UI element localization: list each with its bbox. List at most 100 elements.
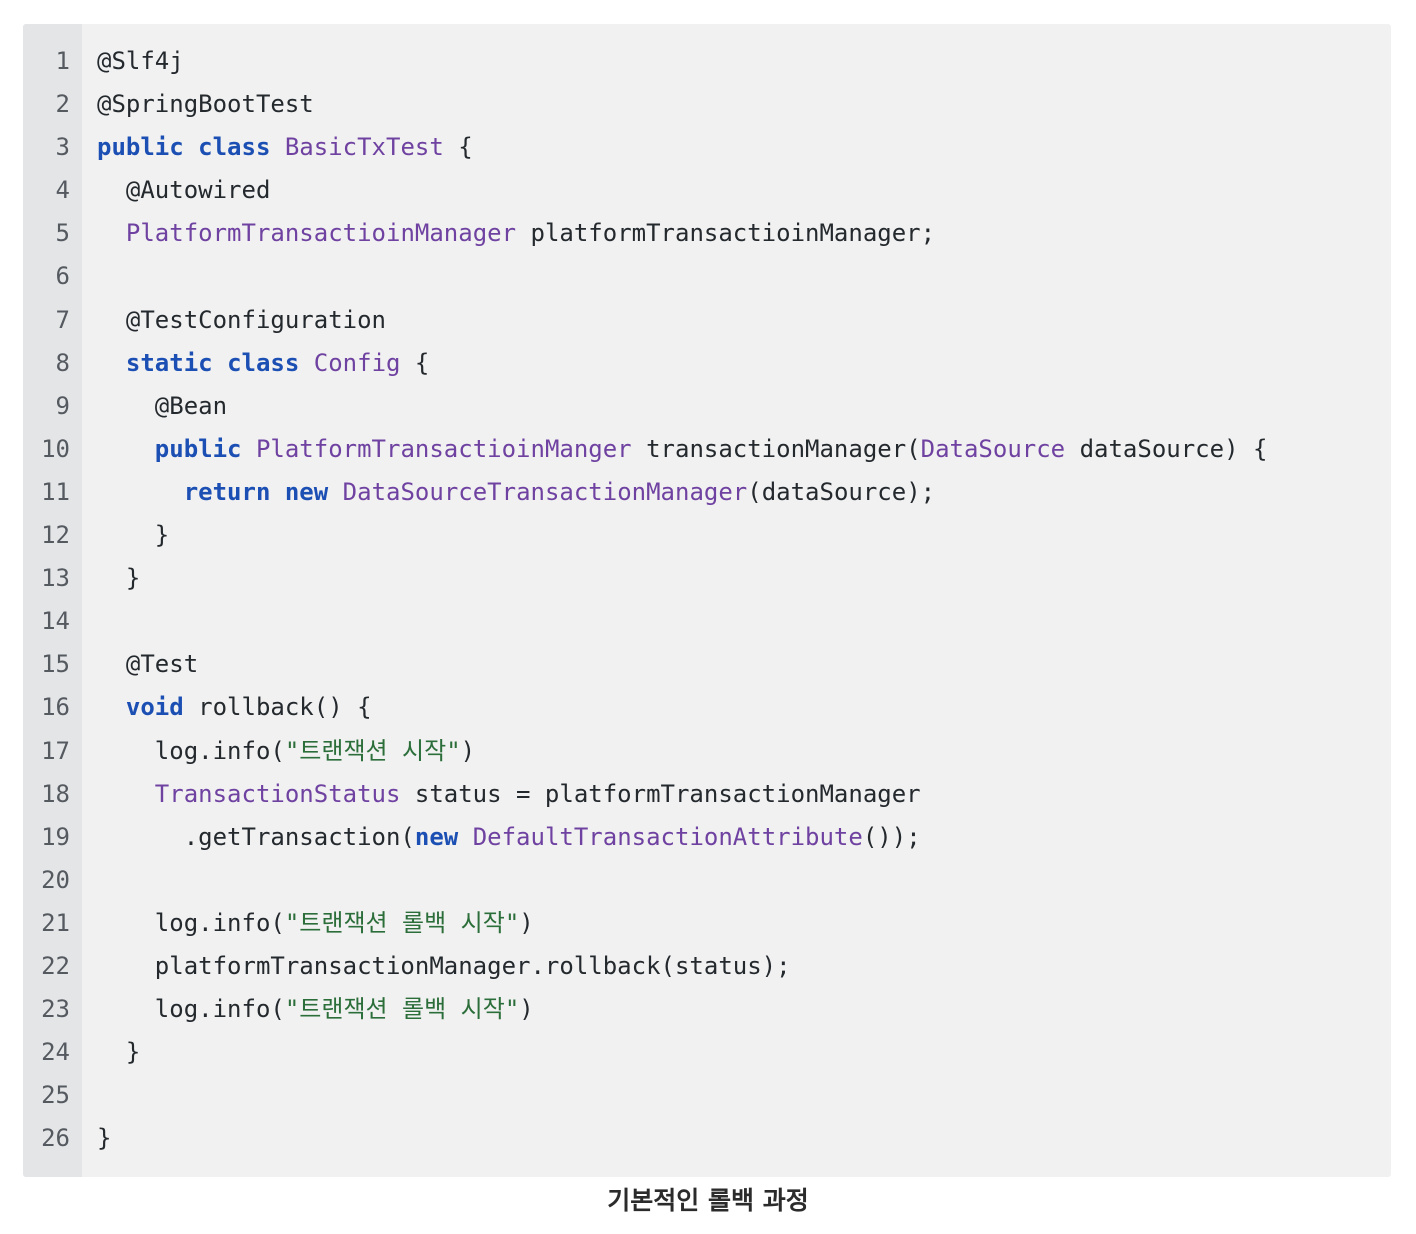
- code-line: PlatformTransactioinManager platformTran…: [97, 214, 1391, 257]
- code-token: [97, 478, 184, 506]
- line-number: 19: [41, 822, 70, 851]
- code-line: public PlatformTransactioinManger transa…: [97, 430, 1391, 473]
- code-token: log.info(: [97, 908, 285, 937]
- code-token: class: [227, 348, 300, 377]
- code-token: [299, 349, 313, 377]
- code-token: public: [154, 434, 242, 463]
- code-token: return: [183, 477, 271, 506]
- line-number: 9: [55, 391, 70, 420]
- code-line: }: [97, 516, 1391, 559]
- code-line: log.info("트랜잭션 시작"): [97, 732, 1391, 775]
- code-line: log.info("트랜잭션 롤백 시작"): [97, 990, 1391, 1033]
- line-number: 2: [55, 90, 70, 119]
- code-token: [270, 478, 284, 506]
- code-token: void: [125, 693, 184, 722]
- code-token: ());: [862, 822, 921, 851]
- code-token: log.info(: [97, 736, 285, 765]
- line-number: 16: [41, 693, 70, 722]
- code-token: ): [460, 736, 476, 765]
- line-number: 23: [41, 995, 70, 1024]
- code-token: rollback() {: [183, 693, 372, 722]
- code-token: [270, 133, 284, 161]
- code-line: [97, 861, 1391, 904]
- code-token: {: [443, 133, 473, 162]
- code-token: dataSource) {: [1065, 434, 1268, 463]
- code-token: @Bean: [97, 391, 228, 420]
- line-number: 20: [41, 865, 70, 894]
- line-number: 8: [55, 348, 70, 377]
- code-token: transactionManager(: [631, 434, 921, 463]
- code-token: @Slf4j: [97, 47, 184, 75]
- code-line: @Bean: [97, 387, 1391, 430]
- code-line: static class Config {: [97, 344, 1391, 387]
- code-token: "트랜잭션 시작": [284, 736, 461, 765]
- line-number: 1: [55, 47, 70, 75]
- code-token: [184, 133, 198, 161]
- code-token: ): [519, 908, 534, 937]
- line-number: 3: [55, 133, 70, 162]
- code-token: BasicTxTest: [284, 133, 444, 162]
- line-number: 4: [55, 176, 70, 205]
- code-line: @Test: [97, 645, 1391, 688]
- code-token: [213, 349, 227, 377]
- code-token: "트랜잭션 롤백 시작": [284, 995, 520, 1024]
- code-line: }: [97, 559, 1391, 602]
- code-token: PlatformTransactioinManger: [255, 434, 632, 463]
- code-line: log.info("트랜잭션 롤백 시작"): [97, 904, 1391, 947]
- code-token: }: [97, 1124, 112, 1153]
- line-number: 13: [41, 564, 70, 593]
- code-token: [97, 219, 126, 247]
- code-line: .getTransaction(new DefaultTransactionAt…: [97, 818, 1391, 861]
- line-number: 18: [41, 779, 70, 808]
- code-token: [458, 823, 472, 851]
- code-token: Config: [313, 348, 401, 377]
- code-token: log.info(: [97, 995, 285, 1024]
- code-token: static: [125, 348, 213, 377]
- line-number: 7: [55, 305, 70, 334]
- line-number: 12: [41, 521, 70, 550]
- code-line: void rollback() {: [97, 688, 1391, 731]
- code-token: public: [97, 133, 184, 162]
- code-line: }: [97, 1119, 1391, 1162]
- line-number: 6: [55, 262, 70, 291]
- code-token: }: [97, 1038, 141, 1067]
- code-token: @Test: [97, 650, 199, 679]
- line-number: 22: [41, 951, 70, 980]
- code-line: @Autowired: [97, 171, 1391, 214]
- code-token: @TestConfiguration: [97, 305, 386, 334]
- code-token: status = platformTransactionManager: [400, 779, 921, 808]
- code-token: [97, 693, 126, 721]
- code-line: public class BasicTxTest {: [97, 128, 1391, 171]
- line-number: 14: [41, 607, 70, 636]
- line-number: 17: [41, 736, 70, 765]
- code-line: [97, 1076, 1391, 1119]
- line-number: 11: [41, 477, 70, 506]
- code-token: [97, 780, 155, 808]
- code-token: [97, 435, 155, 463]
- code-token: [328, 478, 342, 506]
- code-token: new: [414, 822, 459, 851]
- code-line: TransactionStatus status = platformTrans…: [97, 775, 1391, 818]
- code-line: @SpringBootTest: [97, 85, 1391, 128]
- code-token: DefaultTransactionAttribute: [472, 822, 863, 851]
- code-token: "트랜잭션 롤백 시작": [284, 908, 520, 937]
- code-token: .getTransaction(: [97, 822, 415, 851]
- code-token: class: [198, 133, 271, 162]
- code-token: (dataSource);: [747, 477, 936, 506]
- code-token: platformTransactionManager.rollback(stat…: [97, 951, 791, 980]
- code-line: @Slf4j: [97, 42, 1391, 85]
- line-number: 10: [41, 434, 70, 463]
- line-number: 24: [41, 1038, 70, 1067]
- line-number: 5: [55, 219, 70, 248]
- code-token: DataSource: [920, 434, 1066, 463]
- code-token: ): [519, 995, 534, 1024]
- line-number: 21: [41, 908, 70, 937]
- line-number: 25: [41, 1081, 70, 1110]
- code-line: [97, 257, 1391, 300]
- code-line: return new DataSourceTransactionManager(…: [97, 473, 1391, 516]
- code-token: DataSourceTransactionManager: [342, 477, 748, 506]
- code-line: @TestConfiguration: [97, 301, 1391, 344]
